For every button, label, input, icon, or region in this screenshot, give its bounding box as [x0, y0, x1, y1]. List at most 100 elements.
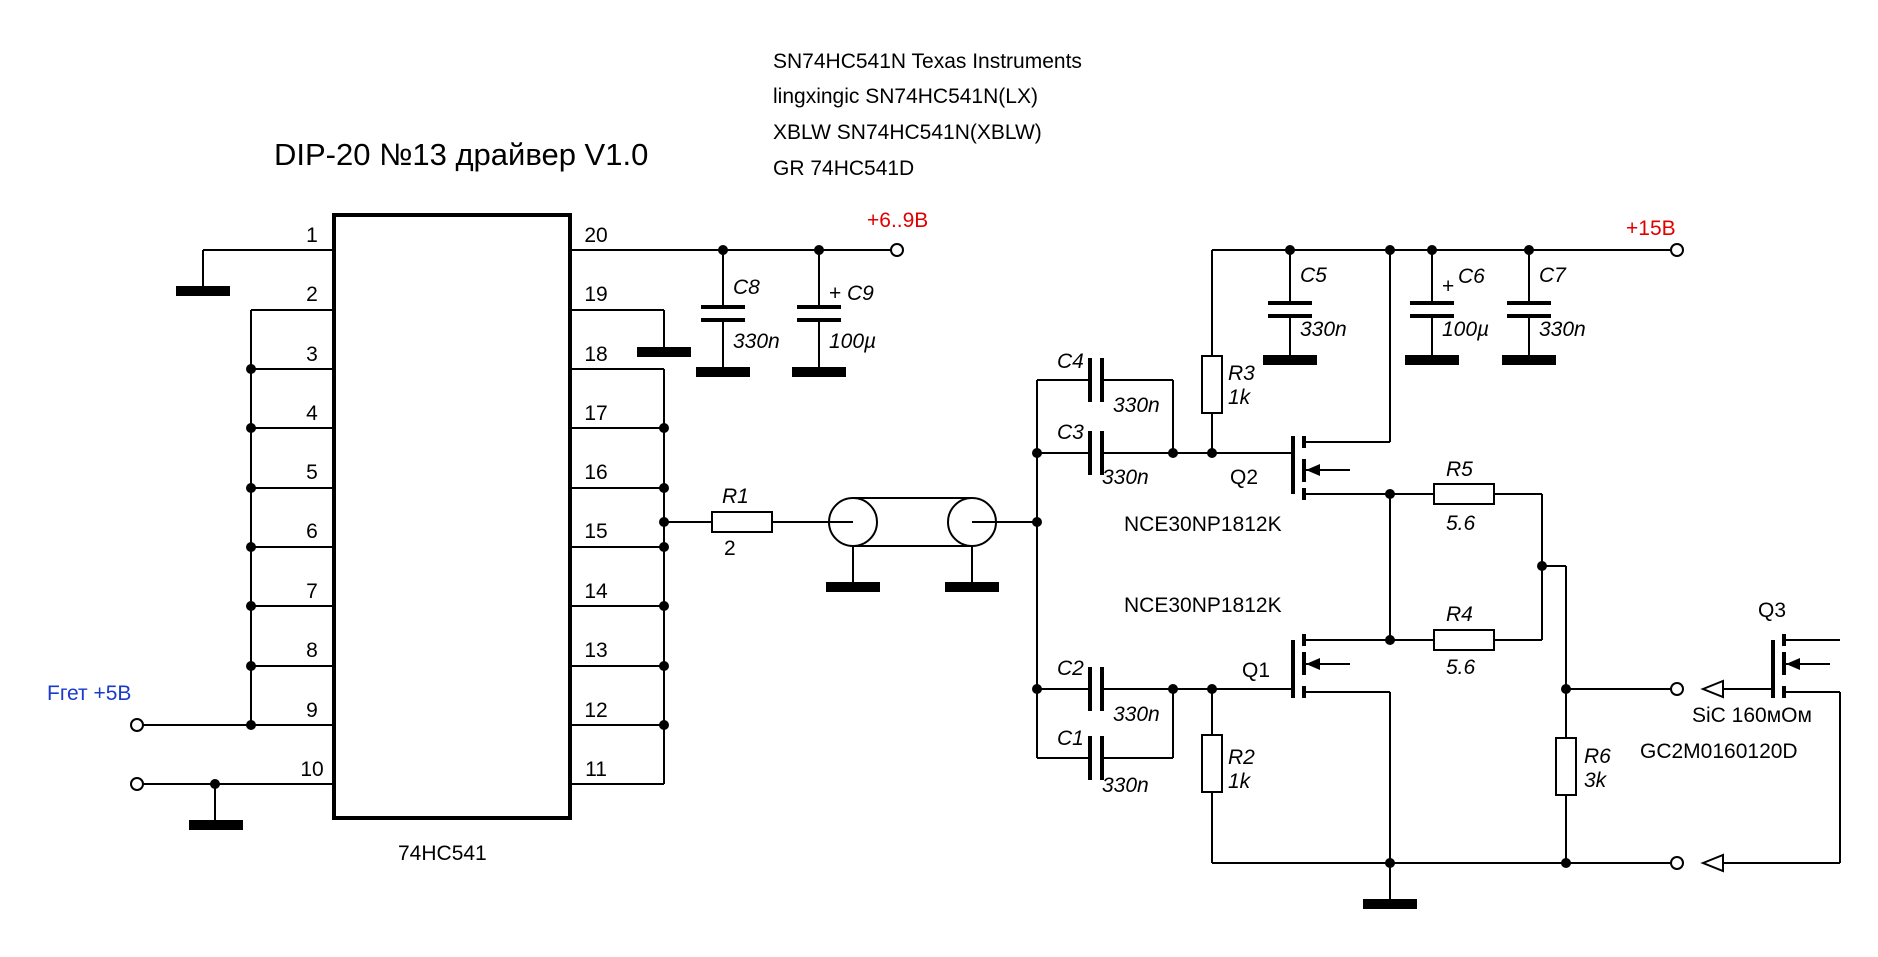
junction [1561, 858, 1571, 868]
ground-symbol [637, 347, 691, 357]
r3-value: 1k [1228, 386, 1252, 409]
note-line-3: XBLW SN74HC541N(XBLW) [773, 121, 1042, 144]
pin-label-7: 7 [306, 580, 318, 603]
pin-label-19: 19 [584, 283, 607, 306]
capacitor-c3 [1037, 431, 1212, 475]
pin-label-14: 14 [584, 580, 608, 603]
resistor-r6 [1555, 737, 1577, 863]
c7-ref: C7 [1539, 264, 1567, 287]
note-line-4: GR 74HC541D [773, 157, 914, 180]
r5-value: 5.6 [1446, 512, 1476, 535]
ground-symbol [1363, 899, 1417, 909]
c9-ref: C9 [847, 282, 874, 305]
r2-ref: R2 [1228, 746, 1255, 769]
capacitor-c5 [1263, 250, 1317, 365]
c6-ref: C6 [1458, 265, 1485, 288]
pin-label-17: 17 [584, 402, 607, 425]
c9-polarity: + [829, 282, 841, 305]
pin-label-4: 4 [306, 402, 318, 425]
ground-terminal [130, 777, 144, 791]
coaxial-cable [826, 497, 1037, 592]
c2-value: 330n [1113, 703, 1160, 726]
c6-polarity: + [1442, 275, 1454, 298]
pin-label-1: 1 [306, 224, 318, 247]
mosfet-q1 [1212, 634, 1391, 863]
c7-value: 330n [1539, 318, 1586, 341]
vlogic-terminal [890, 243, 904, 257]
resistor-r5 [1390, 483, 1543, 566]
pin-label-9: 9 [306, 699, 318, 722]
r3-ref: R3 [1228, 362, 1255, 385]
input-net-label: Fгет +5В [47, 682, 131, 705]
vlogic-net-label: +6..9В [867, 209, 928, 232]
c8-value: 330n [733, 330, 780, 353]
ic-left-pins [142, 249, 334, 785]
ic-74hc541-body [332, 213, 572, 820]
pin-label-20: 20 [584, 224, 607, 247]
junction [1032, 517, 1042, 527]
c4-ref: C4 [1057, 350, 1084, 373]
ground-symbol [176, 286, 230, 296]
capacitor-c8 [696, 250, 750, 377]
c3-ref: C3 [1057, 421, 1084, 444]
pin-label-15: 15 [584, 520, 607, 543]
resistor-r4 [1390, 566, 1543, 651]
c6-value: 100µ [1442, 318, 1489, 341]
pin-label-5: 5 [306, 461, 318, 484]
pin-label-16: 16 [584, 461, 607, 484]
c5-value: 330n [1300, 318, 1347, 341]
c2-ref: C2 [1057, 657, 1084, 680]
pin-label-11: 11 [585, 758, 607, 781]
c8-ref: C8 [733, 276, 760, 299]
resistor-r3 [1201, 250, 1223, 453]
junction [1168, 448, 1178, 458]
ic-right-pins [570, 249, 893, 785]
pin-label-3: 3 [306, 343, 318, 366]
pin-label-12: 12 [584, 699, 607, 722]
r6-ref: R6 [1584, 745, 1611, 768]
r4-ref: R4 [1446, 603, 1473, 626]
q3-part: GC2M0160120D [1640, 740, 1798, 763]
note-line-2: lingxingic SN74HC541N(LX) [773, 85, 1038, 108]
left-bus-junctions [246, 364, 256, 730]
r2-value: 1k [1228, 770, 1252, 793]
pin-label-13: 13 [584, 639, 607, 662]
c1-value: 330n [1102, 774, 1149, 797]
q1-ref: Q1 [1242, 659, 1270, 682]
c1-ref: C1 [1057, 727, 1084, 750]
pin-label-10: 10 [300, 758, 323, 781]
capacitor-c9 [792, 250, 846, 377]
q1-part: NCE30NP1812K [1124, 594, 1282, 617]
ic-name: 74HC541 [398, 842, 487, 865]
q2-part: NCE30NP1812K [1124, 513, 1282, 536]
capacitor-c2 [1037, 667, 1212, 711]
schematic-title: DIP-20 №13 драйвер V1.0 [274, 137, 648, 172]
pin-label-2: 2 [306, 283, 318, 306]
resistor-r1 [711, 511, 773, 533]
pin-label-6: 6 [306, 520, 318, 543]
source-terminal [1670, 856, 1684, 870]
ground-symbol [189, 820, 243, 830]
vdrive-net-label: +15В [1626, 217, 1676, 240]
pin-label-8: 8 [306, 639, 318, 662]
junction [1385, 245, 1395, 255]
pin-label-18: 18 [584, 343, 607, 366]
capacitor-c4 [1037, 358, 1174, 453]
input-terminal [130, 718, 144, 732]
r1-value: 2 [724, 537, 736, 560]
c9-value: 100µ [829, 330, 876, 353]
c3-value: 330n [1102, 466, 1149, 489]
capacitor-c1 [1037, 689, 1174, 780]
mosfet-q3 [1700, 634, 1841, 873]
q2-ref: Q2 [1230, 466, 1258, 489]
capacitor-c6 [1405, 250, 1459, 365]
resistor-r2 [1201, 689, 1223, 863]
right-bus-junctions [659, 423, 669, 730]
note-line-1: SN74HC541N Texas Instruments [773, 50, 1082, 73]
r6-value: 3k [1584, 769, 1608, 792]
c4-value: 330n [1113, 394, 1160, 417]
q3-ref: Q3 [1758, 599, 1786, 622]
r4-value: 5.6 [1446, 656, 1476, 679]
c5-ref: C5 [1300, 264, 1327, 287]
